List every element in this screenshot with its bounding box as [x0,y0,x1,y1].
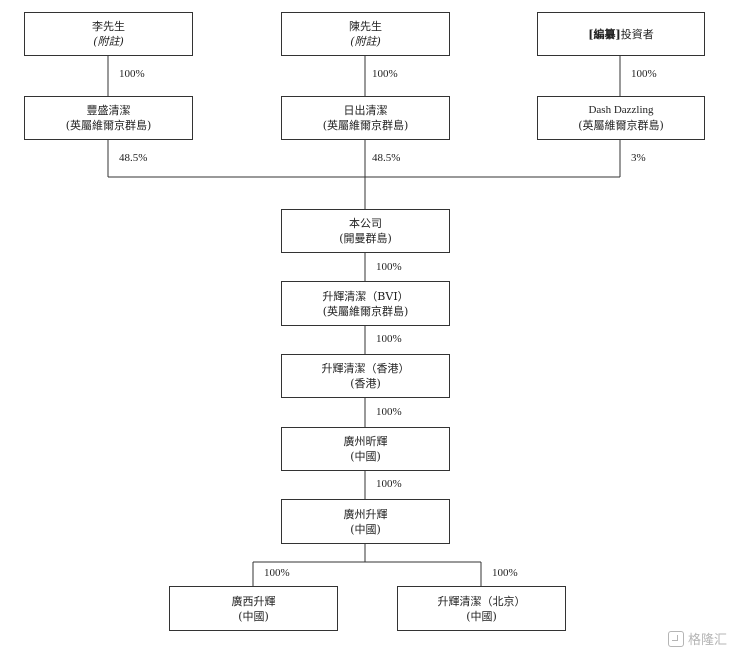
node-fengsheng: 豐盛清潔 (英屬維爾京群島) [24,96,193,140]
node-jurisdiction: (中國) [466,609,497,623]
edge-label: 3% [631,152,646,164]
node-dash-dazzling: Dash Dazzling (英屬維爾京群島) [537,96,705,140]
node-name: 日出清潔 [343,104,388,117]
node-note: (附註) [93,35,124,48]
node-name: Dash Dazzling [588,104,654,116]
node-jurisdiction: (英屬維爾京群島) [65,119,152,132]
edge-label: 100% [376,478,402,490]
node-jurisdiction: (英屬維爾京群島) [578,119,664,132]
node-investor: [編纂]投資者 [537,12,705,56]
edge-label: 100% [119,68,145,80]
node-company: 本公司 (開曼群島) [281,209,450,253]
node-name: 豐盛清潔 [86,104,131,117]
node-guangzhou-shenghui: 廣州升輝 (中國) [281,499,450,544]
node-name: 升輝清潔（香港） [321,362,410,375]
node-guangzhou-xinhui: 廣州昕輝 (中國) [281,427,450,471]
node-name: 李先生 [92,20,125,33]
node-shenghui-beijing: 升輝清潔（北京） (中國) [397,586,566,631]
gelonghui-logo-icon [667,630,684,647]
node-jurisdiction: (英屬維爾京群島) [322,304,409,318]
edge-label: 100% [376,261,402,273]
watermark: 格隆汇 [667,629,727,648]
node-name: 廣州昕輝 [343,435,388,448]
node-richu: 日出清潔 (英屬維爾京群島) [281,96,450,140]
node-jurisdiction: (英屬維爾京群島) [322,119,409,132]
node-guangxi-shenghui: 廣西升輝 (中國) [169,586,338,631]
edge-label: 100% [372,68,398,80]
edge-label: 100% [492,567,518,579]
node-name: 廣州升輝 [343,507,388,521]
node-name: 升輝清潔（北京） [437,594,526,608]
node-note: (附註) [350,35,381,48]
node-mr-li: 李先生 (附註) [24,12,193,56]
edge-label: 100% [376,333,402,345]
watermark-text: 格隆汇 [687,633,727,648]
edge-label: 100% [264,567,290,579]
node-shenghui-bvi: 升輝清潔（BVI） (英屬維爾京群島) [281,281,450,326]
edge-label: 100% [376,406,402,418]
node-jurisdiction: (開曼群島) [339,232,392,245]
node-name: 升輝清潔（BVI） [322,289,409,303]
node-name: 本公司 [349,217,382,230]
node-jurisdiction: (中國) [238,609,269,623]
node-mr-chen: 陳先生 (附註) [281,12,450,56]
node-name-line: [編纂]投資者 [588,27,653,42]
edge-label: 48.5% [372,152,401,164]
edge-label: 48.5% [119,152,148,164]
node-jurisdiction: (香港) [350,377,381,390]
node-jurisdiction: (中國) [350,522,381,536]
edge-label: 100% [631,68,657,80]
redacted-tag: [編纂] [588,27,621,41]
node-name: 廣西升輝 [231,594,276,608]
node-jurisdiction: (中國) [350,450,381,463]
node-name: 陳先生 [349,20,382,33]
node-shenghui-hk: 升輝清潔（香港） (香港) [281,354,450,398]
node-name: 投資者 [620,27,654,41]
